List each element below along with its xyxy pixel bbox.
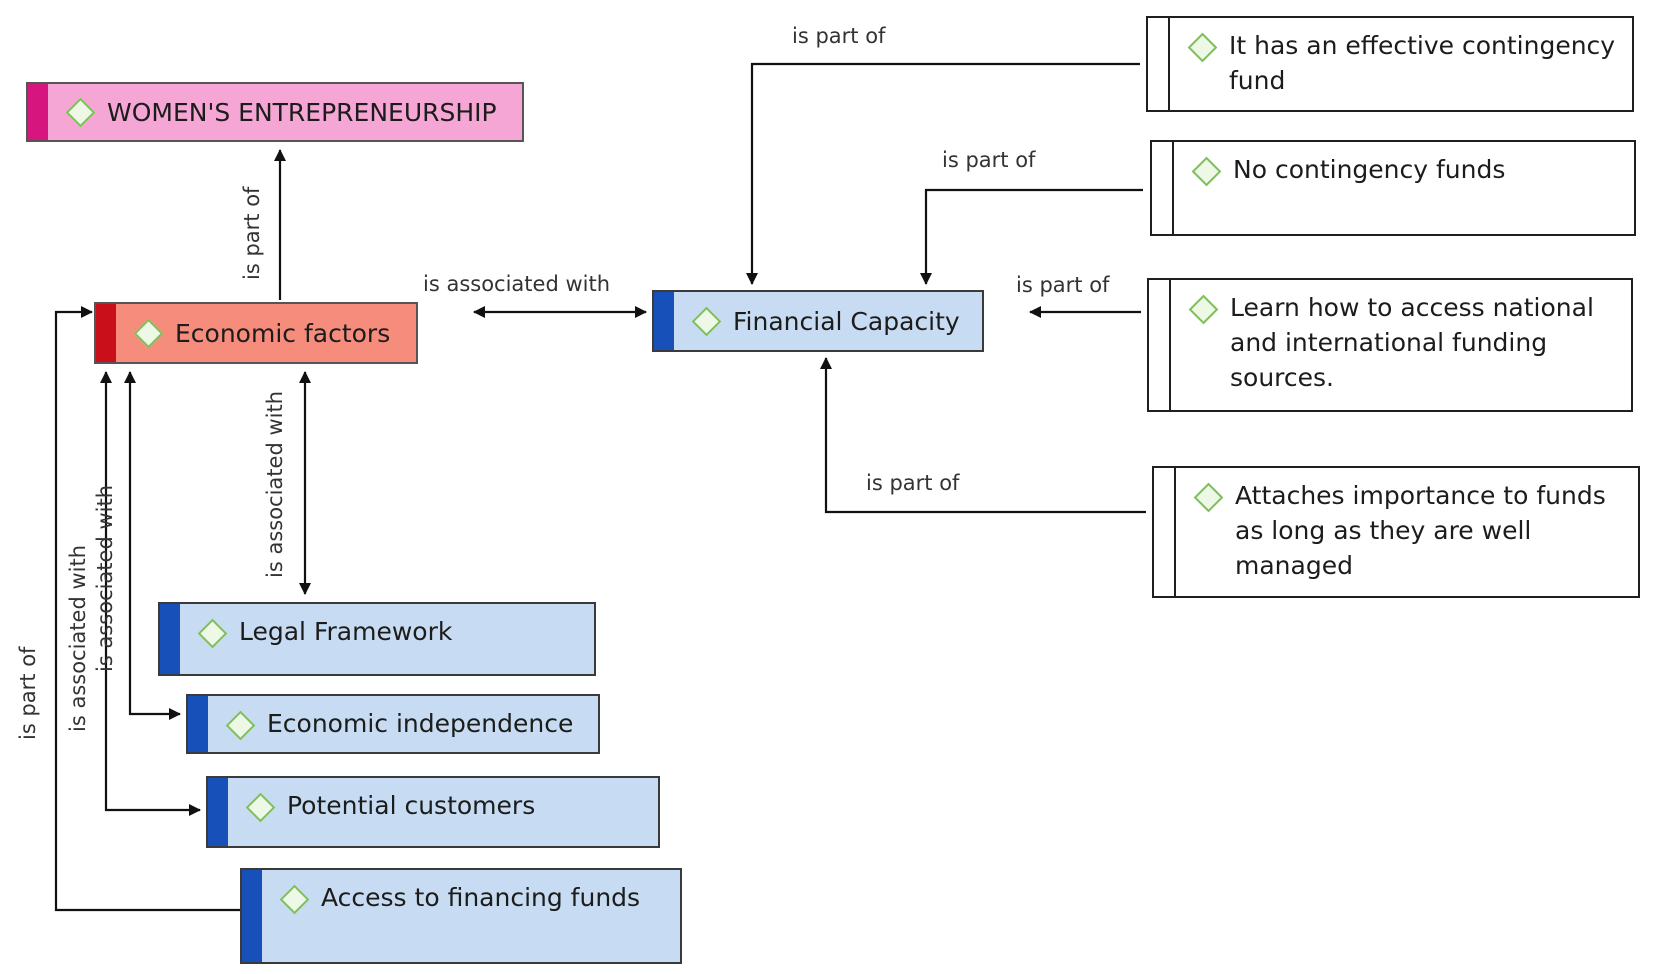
node-access-to-financing-funds[interactable]: Access to financing funds (240, 868, 682, 964)
node-attaches-importance-funds[interactable]: Attaches importance to funds as long as … (1152, 466, 1640, 598)
node-color-bar (242, 870, 262, 962)
label-access-economic-is-part-of: is part of (16, 646, 40, 740)
link-access-economic (54, 306, 240, 912)
node-label: Economic independence (267, 709, 574, 738)
green-diamond-icon (691, 306, 722, 336)
label-contingency-is-part-of: is part of (792, 24, 886, 48)
node-no-contingency-funds[interactable]: No contingency funds (1150, 140, 1636, 236)
node-color-bar (1152, 142, 1174, 234)
label-attaches-is-part-of: is part of (866, 471, 960, 495)
link-attaches-financial (820, 357, 1146, 514)
node-color-bar (654, 292, 674, 350)
node-label: Potential customers (287, 791, 536, 820)
node-effective-contingency-fund[interactable]: It has an effective contingency fund (1146, 16, 1634, 112)
node-label: Financial Capacity (733, 306, 960, 336)
node-learn-access-funding[interactable]: Learn how to access national and interna… (1147, 278, 1633, 412)
node-label: Economic factors (175, 318, 391, 348)
green-diamond-icon (1191, 156, 1222, 187)
node-color-bar (1148, 18, 1170, 110)
node-potential-customers[interactable]: Potential customers (206, 776, 660, 848)
green-diamond-icon (1193, 482, 1224, 513)
green-diamond-icon (133, 318, 164, 348)
green-diamond-icon (1188, 294, 1219, 325)
node-label: WOMEN'S ENTREPRENEURSHIP (107, 97, 497, 127)
node-color-bar (1154, 468, 1176, 596)
node-color-bar (96, 304, 116, 362)
label-economic-women-is-part-of: is part of (240, 186, 264, 280)
node-label: No contingency funds (1233, 155, 1506, 184)
node-color-bar (208, 778, 228, 846)
green-diamond-icon (197, 618, 228, 649)
green-diamond-icon (225, 710, 256, 741)
green-diamond-icon (1187, 32, 1218, 63)
link-economic-customers (100, 371, 201, 816)
node-legal-framework[interactable]: Legal Framework (158, 602, 596, 676)
green-diamond-icon (65, 97, 96, 127)
node-label: Attaches importance to funds as long as … (1235, 481, 1606, 580)
label-economic-legal-associated: is associated with (263, 390, 287, 578)
node-label: Learn how to access national and interna… (1230, 293, 1594, 392)
green-diamond-icon (279, 884, 310, 915)
node-economic-factors[interactable]: Economic factors (94, 302, 418, 364)
node-economic-independence[interactable]: Economic independence (186, 694, 600, 754)
label-economic-independence-associated: is associated with (93, 484, 117, 672)
node-color-bar (28, 84, 48, 140)
node-label: Access to financing funds (321, 883, 641, 912)
link-nocontingency-financial (920, 188, 1143, 285)
label-economic-financial-associated: is associated with (423, 272, 611, 296)
label-economic-customers-associated: is associated with (66, 544, 90, 732)
label-nocontingency-is-part-of: is part of (942, 148, 1036, 172)
node-color-bar (160, 604, 180, 674)
node-label: Legal Framework (239, 617, 453, 646)
node-womens-entrepreneurship[interactable]: WOMEN'S ENTREPRENEURSHIP (26, 82, 524, 142)
label-learn-is-part-of: is part of (1016, 273, 1110, 297)
link-contingency-financial (746, 62, 1140, 285)
node-label: It has an effective contingency fund (1229, 31, 1616, 95)
green-diamond-icon (245, 792, 276, 823)
node-color-bar (1149, 280, 1171, 410)
node-financial-capacity[interactable]: Financial Capacity (652, 290, 984, 352)
node-color-bar (188, 696, 208, 752)
